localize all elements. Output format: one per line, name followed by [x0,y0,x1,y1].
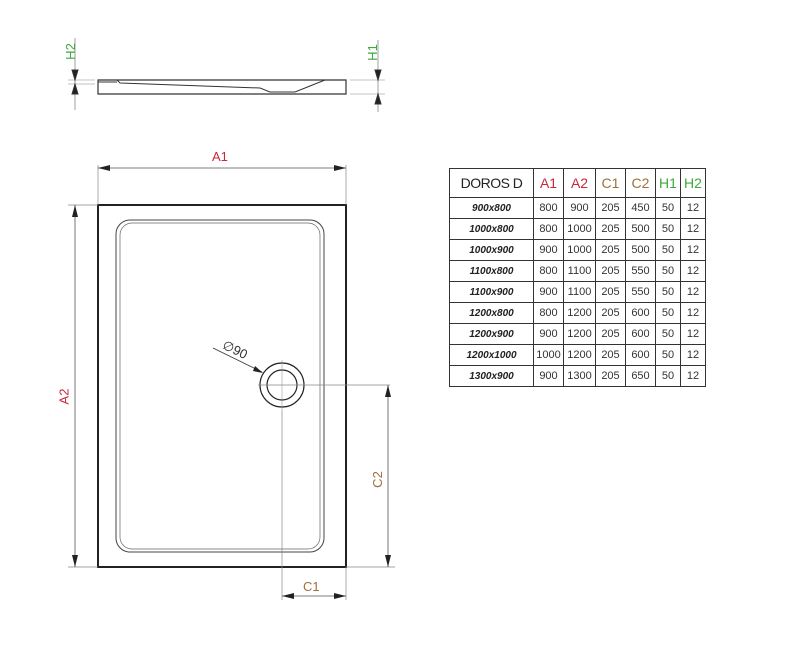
cell: 600 [625,344,656,366]
cell: 12 [680,281,706,303]
cell: 205 [595,239,626,261]
a2-dimension [68,204,98,568]
cell: 600 [625,302,656,324]
cell: 900 [563,197,596,219]
cell: 205 [595,281,626,303]
model-cell: 900x800 [449,197,534,219]
model-cell: 1000x800 [449,218,534,240]
side-profile-view [68,38,385,112]
table-row: 1200x1000 1000 1200 205 600 50 12 [449,344,706,366]
cell: 800 [533,197,564,219]
cell: 900 [533,323,564,345]
cell: 1000 [533,344,564,366]
cell: 205 [595,302,626,324]
col-header-a1: A1 [533,168,564,198]
table-row: 1100x900 900 1100 205 550 50 12 [449,281,706,303]
c2-label: C2 [369,471,385,488]
cell: 50 [655,260,681,282]
cell: 205 [595,344,626,366]
top-view [97,204,390,600]
model-cell: 1100x900 [449,281,534,303]
cell: 1100 [563,281,596,303]
col-header-a2: A2 [563,168,596,198]
cell: 50 [655,302,681,324]
table-row: 1000x900 900 1000 205 500 50 12 [449,239,706,261]
cell: 205 [595,323,626,345]
a1-label: A1 [212,149,228,164]
h1-label: H1 [364,44,380,61]
cell: 205 [595,197,626,219]
a2-label: A2 [56,388,72,405]
cell: 1100 [563,260,596,282]
cell: 50 [655,239,681,261]
col-header-c2: C2 [625,168,656,198]
cell: 12 [680,365,706,387]
cell: 12 [680,218,706,240]
h2-label: H2 [62,43,78,60]
c2-dimension [346,385,395,568]
cell: 1200 [563,344,596,366]
cell: 12 [680,344,706,366]
table-row: 1000x800 800 1000 205 500 50 12 [449,218,706,240]
table-row: 1200x800 800 1200 205 600 50 12 [449,302,706,324]
c1-dimension [282,567,347,600]
cell: 205 [595,365,626,387]
cell: 450 [625,197,656,219]
cell: 50 [655,197,681,219]
table-row: 900x800 800 900 205 450 50 12 [449,197,706,219]
model-cell: 1200x900 [449,323,534,345]
cell: 205 [595,218,626,240]
col-header-c1: C1 [595,168,626,198]
cell: 50 [655,365,681,387]
model-cell: 1000x900 [449,239,534,261]
col-header-h2: H2 [680,168,706,198]
cell: 800 [533,302,564,324]
cell: 1000 [563,218,596,240]
cell: 1300 [563,365,596,387]
cell: 1200 [563,302,596,324]
cell: 550 [625,281,656,303]
a1-dimension [97,165,347,205]
cell: 12 [680,260,706,282]
table-row: 1200x900 900 1200 205 600 50 12 [449,323,706,345]
cell: 600 [625,323,656,345]
cell: 900 [533,365,564,387]
cell: 500 [625,218,656,240]
table-header-row: DOROS D A1 A2 C1 C2 H1 H2 [449,168,706,198]
model-cell: 1200x1000 [449,344,534,366]
cell: 1000 [563,239,596,261]
table-row: 1300x900 900 1300 205 650 50 12 [449,365,706,387]
cell: 800 [533,260,564,282]
table-row: 1100x800 800 1100 205 550 50 12 [449,260,706,282]
col-header-h1: H1 [655,168,681,198]
cell: 12 [680,197,706,219]
model-cell: 1200x800 [449,302,534,324]
cell: 900 [533,281,564,303]
dimensions-table: DOROS D A1 A2 C1 C2 H1 H2 900x800 800 90… [449,168,706,387]
cell: 12 [680,239,706,261]
table-title: DOROS D [449,168,534,198]
model-cell: 1300x900 [449,365,534,387]
model-cell: 1100x800 [449,260,534,282]
cell: 900 [533,239,564,261]
cell: 50 [655,281,681,303]
cell: 12 [680,302,706,324]
cell: 50 [655,323,681,345]
cell: 50 [655,218,681,240]
c1-label: C1 [303,579,320,594]
cell: 550 [625,260,656,282]
cell: 500 [625,239,656,261]
cell: 12 [680,323,706,345]
cell: 205 [595,260,626,282]
cell: 800 [533,218,564,240]
cell: 1200 [563,323,596,345]
cell: 650 [625,365,656,387]
cell: 50 [655,344,681,366]
